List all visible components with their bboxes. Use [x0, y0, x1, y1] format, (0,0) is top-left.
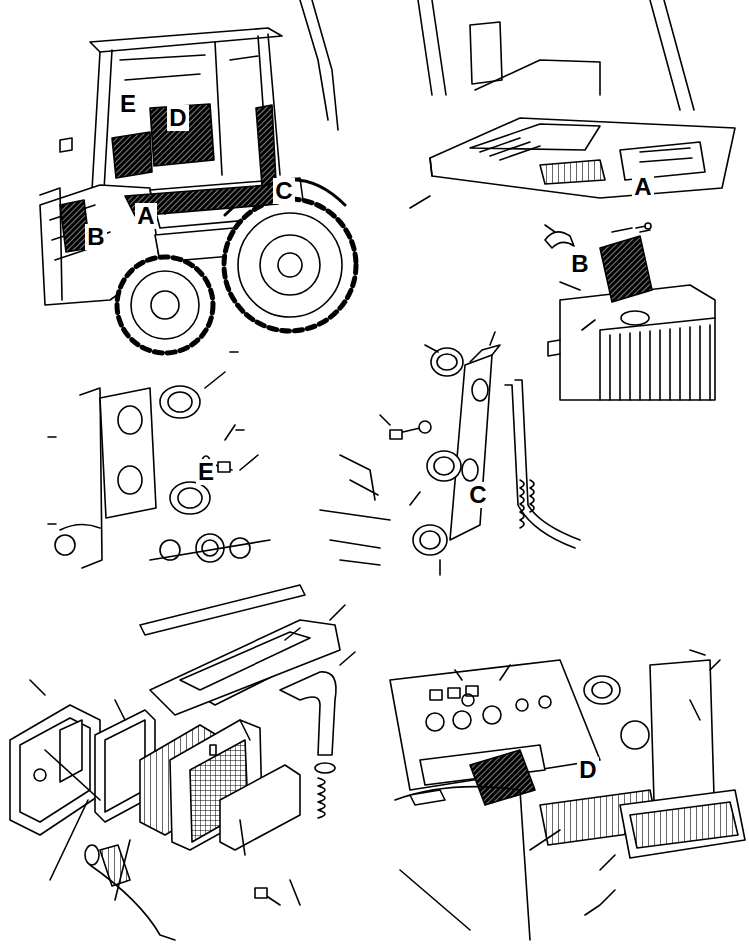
- callout-letter: A: [135, 203, 156, 229]
- machine-overview: [40, 0, 356, 353]
- callout-letter: B: [85, 224, 106, 250]
- callout-letter: C: [467, 482, 488, 508]
- pillar-c-detail: [320, 332, 580, 575]
- radiator-pad-detail: [545, 223, 715, 400]
- callout-letter: C: [273, 178, 294, 204]
- callout-letter: D: [577, 757, 598, 783]
- callout-letter: A: [632, 174, 653, 200]
- pillar-e-detail: [48, 352, 270, 568]
- callout-letter: E: [196, 459, 216, 485]
- vent-assembly-detail: [10, 585, 355, 940]
- dashboard-d-detail: [390, 650, 745, 940]
- floor-mat-detail: [410, 0, 735, 208]
- callout-letter: E: [118, 91, 138, 117]
- callout-letter: B: [569, 251, 590, 277]
- callout-letter: D: [167, 105, 188, 131]
